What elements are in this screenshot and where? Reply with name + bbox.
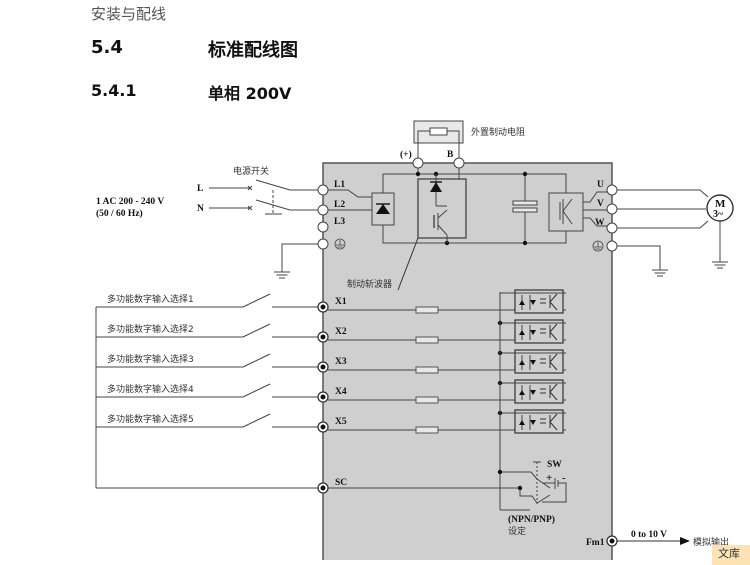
terminal-l1: L1 <box>334 180 345 190</box>
brake-resistor <box>413 120 464 146</box>
input-resistor-icon <box>415 396 439 404</box>
brake-resistor-label: 外置制动电阻 <box>471 126 525 138</box>
input-switch <box>242 293 271 308</box>
terminal-fm1-label: Fm1 <box>586 538 605 548</box>
terminal-label: X4 <box>335 387 347 397</box>
input-resistor-icon <box>415 306 439 314</box>
subsection-title: 单相 200V <box>208 84 292 103</box>
b-terminal-label: B <box>447 150 454 160</box>
chapter-title: 安装与配线 <box>91 5 167 23</box>
digital-input-row: 多功能数字输入选择4 X4 <box>96 379 566 404</box>
optocoupler-icon <box>514 319 564 344</box>
section-number: 5.4 <box>91 37 123 58</box>
optocoupler-icon <box>514 289 564 314</box>
section-title: 标准配线图 <box>208 40 298 61</box>
ground-icon-right <box>592 240 604 252</box>
svg-text:M: M <box>715 198 726 210</box>
line-n-label: N <box>197 204 204 214</box>
terminal-v: V <box>597 199 604 209</box>
power-switch-label: 电源开关 <box>233 165 269 177</box>
supply-rating: 1 AC 200 - 240 V <box>96 197 164 207</box>
digital-input-label: 多功能数字输入选择5 <box>107 413 194 425</box>
sw-mode: (NPN/PNP) <box>508 514 555 525</box>
power-switch <box>209 179 318 215</box>
sw-plus: + <box>546 472 552 484</box>
sw-mode-label: 设定 <box>508 525 526 537</box>
input-resistor-icon <box>415 336 439 344</box>
digital-input-row: 多功能数字输入选择5 X5 <box>96 409 566 434</box>
capacitor-icon <box>512 200 538 213</box>
optocoupler-icon <box>514 409 564 434</box>
digital-input-label: 多功能数字输入选择2 <box>107 323 194 335</box>
input-resistor-icon <box>415 426 439 434</box>
subsection-number: 5.4.1 <box>91 81 137 100</box>
ground-icon <box>334 238 346 250</box>
npn-pnp-switch <box>500 461 567 511</box>
input-switch <box>242 383 271 398</box>
terminal-l3: L3 <box>334 217 345 227</box>
digital-input-row: 多功能数字输入选择1 X1 <box>96 289 566 314</box>
terminal-label: X2 <box>335 327 347 337</box>
supply-frequency: (50 / 60 Hz) <box>96 208 143 219</box>
digital-input-row: 多功能数字输入选择3 X3 <box>96 349 566 374</box>
terminal-l2: L2 <box>334 200 345 210</box>
earth-ground-left <box>274 243 318 279</box>
digital-input-label: 多功能数字输入选择1 <box>107 293 194 305</box>
digital-input-row: 多功能数字输入选择2 X2 <box>96 319 566 344</box>
input-switch <box>242 413 271 428</box>
terminal-u: U <box>597 180 604 190</box>
arrow-icon <box>680 537 690 545</box>
terminal-label: X3 <box>335 357 347 367</box>
digital-input-label: 多功能数字输入选择3 <box>107 353 194 365</box>
brake-chopper-label: 制动斩波器 <box>347 278 392 290</box>
sw-label: SW <box>547 460 562 470</box>
input-switch <box>242 353 271 368</box>
sw-minus: - <box>562 472 566 484</box>
terminal-w: W <box>595 218 605 228</box>
digital-input-label: 多功能数字输入选择4 <box>107 383 194 395</box>
input-resistor-icon <box>415 366 439 374</box>
rectifier-icon <box>371 192 395 226</box>
optocoupler-icon <box>514 349 564 374</box>
terminal-label: X1 <box>335 297 347 307</box>
terminal-b <box>453 157 465 169</box>
line-l-label: L <box>197 184 203 194</box>
watermark-badge: 文库 <box>712 545 750 565</box>
plus-terminal-label: (+) <box>400 149 412 160</box>
input-switch <box>242 323 271 338</box>
analog-range: 0 to 10 V <box>631 530 667 540</box>
brake-chopper-icon <box>417 174 467 243</box>
terminal-plus <box>412 157 424 169</box>
terminal-label: X5 <box>335 417 347 427</box>
igbt-inverter-icon <box>548 192 584 232</box>
terminal-sc-label: SC <box>335 478 347 488</box>
svg-text:3~: 3~ <box>713 209 724 220</box>
motor-icon: M 3~ <box>706 194 734 222</box>
optocoupler-icon <box>514 379 564 404</box>
